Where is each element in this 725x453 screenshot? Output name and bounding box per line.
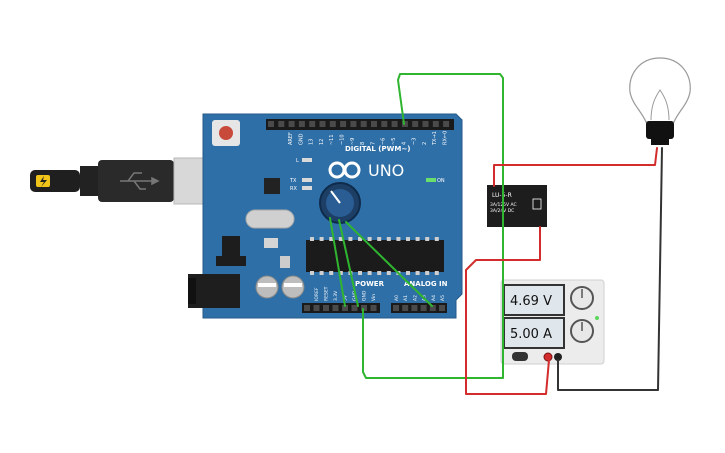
digital-pin-label: GND [298,133,304,145]
digital-pin-label: ~3 [412,138,418,145]
voltage-regulator [222,236,240,258]
digital-pin-labels: AREF GND 13 12 ~11 ~10 ~9 8 7 ~6 ~5 4 ~3 2 TX→1 RX←0 [288,131,449,146]
digital-pin-label: 13 [309,139,315,145]
digital-pin-label: ~9 [350,138,356,145]
digital-pin-label: ~10 [340,134,346,145]
rx-led [302,186,312,190]
board-model: UNO [368,161,404,180]
lightning-icon [40,176,47,187]
power-pin-label: GND [362,290,368,301]
wire-black-supply-bulb[interactable] [557,147,663,391]
light-bulb[interactable] [629,57,691,145]
power-switch[interactable] [512,352,528,361]
on-led [426,178,436,182]
l-led [302,158,312,162]
digital-header-label: DIGITAL (PWM~) [345,145,410,153]
wire-red-relay-bulb[interactable] [493,147,658,187]
relay-symbol-icon [532,198,542,210]
wire-green-pot3[interactable] [345,221,433,307]
arduino-logo [328,161,361,179]
bulb-socket [646,121,674,139]
voltage-value: 4.69 V [510,294,552,309]
digital-header[interactable] [266,119,454,130]
digital-pin-label: 12 [319,139,325,145]
usb-icon [120,172,160,190]
digital-pin-label: ~11 [329,134,335,145]
wire-green-pot1[interactable] [329,217,346,307]
analog-header[interactable] [391,303,447,313]
digital-pin-label: AREF [288,132,294,145]
analog-pin-label: A2 [412,295,418,301]
digital-pin-label: 8 [360,142,366,145]
usb-chip [264,178,280,194]
power-supply[interactable]: 4.69 V 5.00 A [500,279,605,365]
crystal [245,209,295,229]
negative-terminal[interactable] [554,353,562,361]
digital-pin-label: TX→1 [432,131,438,146]
digital-pin-label: 2 [422,142,428,145]
potentiometer-knob[interactable] [330,190,341,204]
power-header-label: POWER [355,280,385,288]
on-label: ON [437,178,445,184]
power-pin-label: RESET [324,286,330,301]
analog-pin-label: A4 [431,295,437,301]
relay[interactable]: LU-5-R 3A/125V AC 3A/24V DC [487,185,547,227]
power-header[interactable] [302,303,380,313]
digital-pin-label: ~6 [381,138,387,145]
wire-green-loop[interactable] [362,73,504,379]
microcontroller-chip [306,240,444,272]
digital-pin-label: 7 [370,142,376,145]
current-value: 5.00 A [510,327,552,342]
digital-pin-label: RX←0 [443,131,449,145]
bulb-filament [650,89,670,121]
tx-led [302,178,312,182]
current-display [503,317,565,349]
analog-header-label: ANALOG IN [404,280,448,288]
dc-power-jack[interactable] [188,274,240,308]
potentiometer[interactable] [319,182,361,224]
tx-label: TX [289,178,297,184]
analog-pin-label: A1 [403,295,409,301]
power-pin-label: 5V [343,294,349,301]
component [264,238,278,248]
l-label: L [296,158,299,164]
power-pin-label: 3.3V [333,290,339,301]
analog-pin-label: A5 [440,295,446,301]
component [280,256,290,268]
analog-pin-label: A0 [394,295,400,301]
status-led [595,316,599,320]
rx-label: RX [290,186,297,192]
wire-green-pot2[interactable] [338,219,359,307]
positive-terminal[interactable] [543,352,553,362]
wires [329,73,663,395]
wire-red-relay-supply[interactable] [465,226,550,395]
power-pin-label: Vin [371,294,377,301]
digital-pin-label: 4 [401,142,407,145]
power-pin-label: IOREF [314,287,320,301]
relay-model: LU-5-R [492,192,512,199]
digital-pin-label: ~5 [391,138,397,145]
